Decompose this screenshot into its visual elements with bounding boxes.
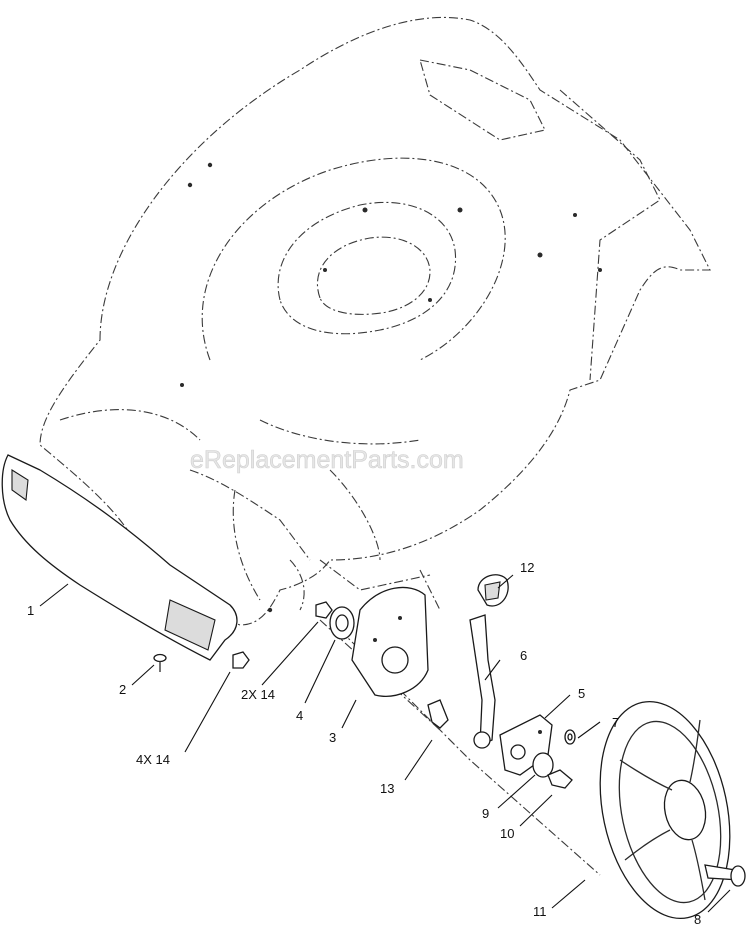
callout-labels: 1 2 4X 14 2X 14 4 3 13 6 12 5 7 9 10 11 … (27, 560, 701, 927)
callout-4: 4 (296, 708, 303, 723)
callout-1: 1 (27, 603, 34, 618)
mower-deck-outline (39, 16, 711, 876)
callout-5: 5 (578, 686, 585, 701)
height-adjust-plate-part-3 (351, 586, 429, 697)
callout-2: 2 (119, 682, 126, 697)
leader-lines (39, 574, 731, 913)
screw-part-2 (153, 653, 167, 672)
front-bumper (1, 454, 238, 661)
callout-4x14: 4X 14 (136, 752, 170, 767)
bolt-part-13 (427, 699, 449, 729)
knob-part-12 (477, 574, 509, 607)
nut-part-14-a (232, 651, 250, 669)
watermark-text: eReplacementParts.com (190, 446, 464, 474)
lever-part-6 (469, 614, 496, 749)
callout-11: 11 (533, 904, 547, 919)
callout-7: 7 (612, 715, 619, 730)
bushing-part-4 (329, 606, 355, 640)
callout-6: 6 (520, 648, 527, 663)
callout-10: 10 (500, 826, 514, 841)
callout-12: 12 (520, 560, 534, 575)
deck-holes (180, 162, 602, 613)
axle-bolt-part-8 (704, 864, 746, 887)
bolt-part-10 (547, 769, 573, 789)
callout-9: 9 (482, 806, 489, 821)
callout-13: 13 (380, 781, 394, 796)
callout-3: 3 (329, 730, 336, 745)
washer-part-7 (564, 729, 576, 745)
callout-8: 8 (694, 912, 701, 927)
wheel-part-11 (599, 700, 731, 920)
callout-2x14: 2X 14 (241, 687, 275, 702)
spacer-part-9 (532, 752, 554, 778)
nut-part-14-b (315, 601, 333, 619)
